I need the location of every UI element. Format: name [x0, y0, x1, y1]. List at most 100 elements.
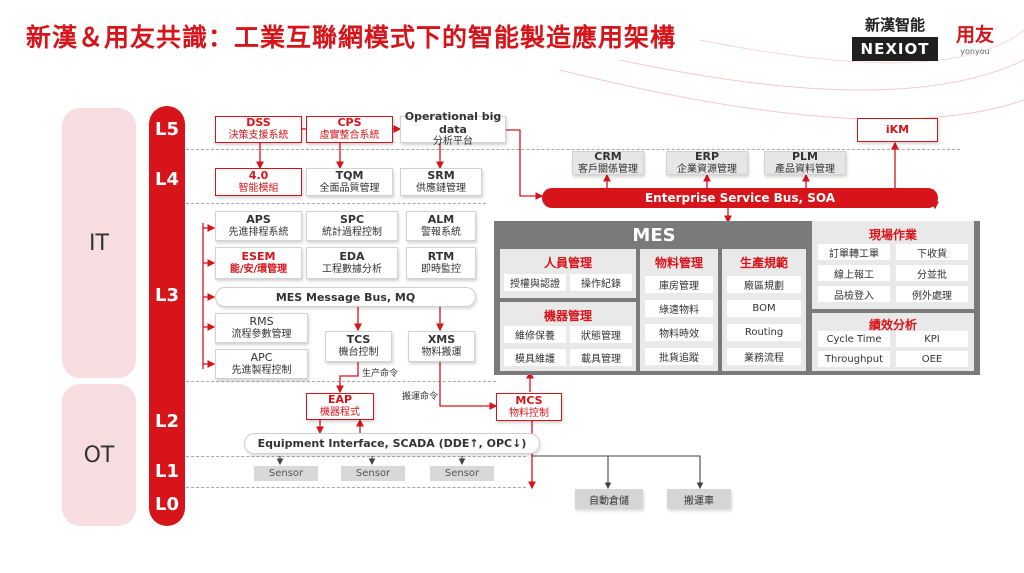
mes-site-item[interactable]: 下收貨	[896, 244, 968, 260]
mes-site-section: 現場作業 訂單轉工單 下收貨 線上報工 分並批 品檢登入 例外處理	[812, 221, 974, 309]
ai40-box[interactable]: 4.0 智能模組	[215, 168, 302, 196]
mcs-title: MCS	[515, 393, 543, 407]
mes-site-item[interactable]: 線上報工	[818, 265, 890, 281]
eda-title: EDA	[339, 249, 365, 263]
mes-personnel-title: 人員管理	[543, 256, 592, 270]
level-column	[149, 106, 185, 526]
mes-site-item[interactable]: 分並批	[896, 265, 968, 281]
dss-title: DSS	[246, 116, 271, 130]
mes-machine-item[interactable]: 狀態管理	[570, 326, 632, 343]
esem-box[interactable]: ESEM 能/安/環管理	[215, 247, 302, 279]
enterprise-service-bus[interactable]: Enterprise Service Bus, SOA	[542, 188, 938, 208]
apc-box[interactable]: APC 先進製程控制	[215, 349, 308, 379]
mes-material-item[interactable]: 物料時效	[645, 324, 713, 341]
plm-subtitle: 產品資料管理	[775, 163, 835, 175]
cps-subtitle: 虛實整合系統	[319, 130, 380, 142]
equipment-interface-bus[interactable]: Equipment Interface, SCADA (DDE↑, OPC↓)	[244, 433, 540, 454]
crm-box[interactable]: CRM 客戶關係管理	[572, 149, 644, 175]
production-command-label: 生产命令	[362, 369, 399, 379]
mes-material-item[interactable]: 綠遠物料	[645, 300, 713, 317]
rtm-subtitle: 即時監控	[421, 263, 461, 275]
mes-machine-item[interactable]: 模具維護	[504, 349, 566, 366]
alm-box[interactable]: ALM 警報系統	[406, 211, 476, 241]
mes-production-item[interactable]: 廠區規劃	[727, 276, 801, 293]
rms-box[interactable]: RMS 流程參數管理	[215, 313, 308, 343]
mes-material-title: 物料管理	[654, 256, 703, 270]
mes-site-item[interactable]: 例外處理	[896, 286, 968, 302]
sensor-2: Sensor	[341, 466, 405, 481]
mes-perf-item[interactable]: Cycle Time	[818, 331, 890, 347]
yonyou-logo: 用友 yonyou	[950, 20, 1000, 60]
rtm-box[interactable]: RTM 即時監控	[406, 247, 476, 279]
eda-box[interactable]: EDA 工程數據分析	[306, 247, 398, 279]
mes-material-item[interactable]: 庫房管理	[645, 276, 713, 293]
cps-box[interactable]: CPS 虛實整合系統	[306, 116, 393, 143]
srm-box[interactable]: SRM 供應鏈管理	[400, 168, 482, 196]
mes-site-title: 現場作業	[868, 228, 917, 242]
tcs-box[interactable]: TCS 機台控制	[325, 331, 392, 362]
mes-production-item[interactable]: Routing	[727, 324, 801, 341]
apc-title: APC	[250, 350, 273, 364]
mes-production-item[interactable]: BOM	[727, 300, 801, 317]
mes-personnel-item[interactable]: 操作紀錄	[570, 274, 632, 291]
tqm-subtitle: 全面品質管理	[319, 182, 380, 194]
sensor-1: Sensor	[254, 466, 318, 481]
eda-subtitle: 工程數據分析	[322, 263, 382, 275]
obd-title: Operational big data	[404, 110, 502, 136]
ai40-title: 4.0	[248, 168, 269, 182]
operational-big-data-box[interactable]: Operational big data 分析平台	[400, 110, 506, 147]
erp-box[interactable]: ERP 企業資源管理	[666, 150, 748, 175]
mes-message-bus[interactable]: MES Message Bus, MQ	[215, 287, 476, 307]
alm-title: ALM	[427, 212, 455, 226]
eap-subtitle: 機器程式	[320, 407, 360, 419]
level-l1: L1	[155, 460, 179, 482]
cps-title: CPS	[337, 116, 362, 130]
plm-box[interactable]: PLM 產品資料管理	[764, 150, 846, 175]
mes-production-title: 生產規範	[739, 256, 788, 270]
ikm-box[interactable]: iKM	[857, 118, 938, 142]
dss-box[interactable]: DSS 決策支援系統	[215, 116, 302, 143]
erp-subtitle: 企業資源管理	[677, 163, 737, 175]
mes-perf-item[interactable]: KPI	[896, 331, 968, 347]
srm-subtitle: 供應鏈管理	[416, 182, 466, 194]
mes-perf-item[interactable]: Throughput	[818, 351, 890, 367]
dss-subtitle: 決策支援系統	[228, 130, 289, 142]
auto-storage-box: 自動倉儲	[575, 489, 643, 509]
spc-box[interactable]: SPC 統計過程控制	[306, 211, 398, 241]
mes-site-item[interactable]: 品檢登入	[818, 286, 890, 302]
xms-subtitle: 物料搬運	[421, 347, 462, 359]
mes-production-section: 生產規範 廠區規劃 BOM Routing 業務流程	[722, 249, 806, 371]
move-command-label: 搬運命令	[402, 392, 439, 402]
mes-personnel-item[interactable]: 授權與認證	[504, 274, 566, 291]
mes-material-item[interactable]: 批貨追蹤	[645, 348, 713, 365]
level-separator	[186, 149, 960, 150]
level-l0: L0	[155, 493, 179, 515]
level-separator	[186, 456, 526, 457]
level-l4: L4	[155, 168, 179, 190]
ot-band: OT	[62, 384, 136, 526]
apc-subtitle: 先進製程控制	[231, 364, 292, 376]
mes-machine-item[interactable]: 維修保養	[504, 326, 566, 343]
eap-box[interactable]: EAP 機器程式	[306, 393, 374, 420]
nexiot-logo-text: 新漢智能	[864, 16, 925, 34]
yonyou-logo-en: yonyou	[960, 47, 990, 56]
mes-production-item[interactable]: 業務流程	[727, 348, 801, 365]
rtm-title: RTM	[427, 249, 455, 263]
mes-machine-item[interactable]: 載具管理	[570, 349, 632, 366]
tcs-title: TCS	[346, 333, 371, 347]
crm-title: CRM	[594, 149, 622, 163]
srm-title: SRM	[427, 168, 455, 182]
aps-subtitle: 先進排程系統	[228, 226, 289, 238]
tqm-box[interactable]: TQM 全面品質管理	[306, 168, 393, 196]
it-band: IT	[62, 108, 136, 378]
ikm-title: iKM	[885, 122, 910, 136]
xms-box[interactable]: XMS 物料搬運	[408, 331, 475, 362]
obd-subtitle: 分析平台	[433, 136, 473, 148]
mcs-box[interactable]: MCS 物料控制	[496, 393, 562, 421]
aps-box[interactable]: APS 先進排程系統	[215, 211, 302, 241]
mes-perf-item[interactable]: OEE	[896, 351, 968, 367]
eap-title: EAP	[327, 393, 353, 407]
mes-title: MES	[632, 225, 676, 246]
page-title: 新漢＆用友共識：工業互聯網模式下的智能製造應用架構	[26, 23, 677, 52]
mes-site-item[interactable]: 訂單轉工單	[818, 244, 890, 260]
